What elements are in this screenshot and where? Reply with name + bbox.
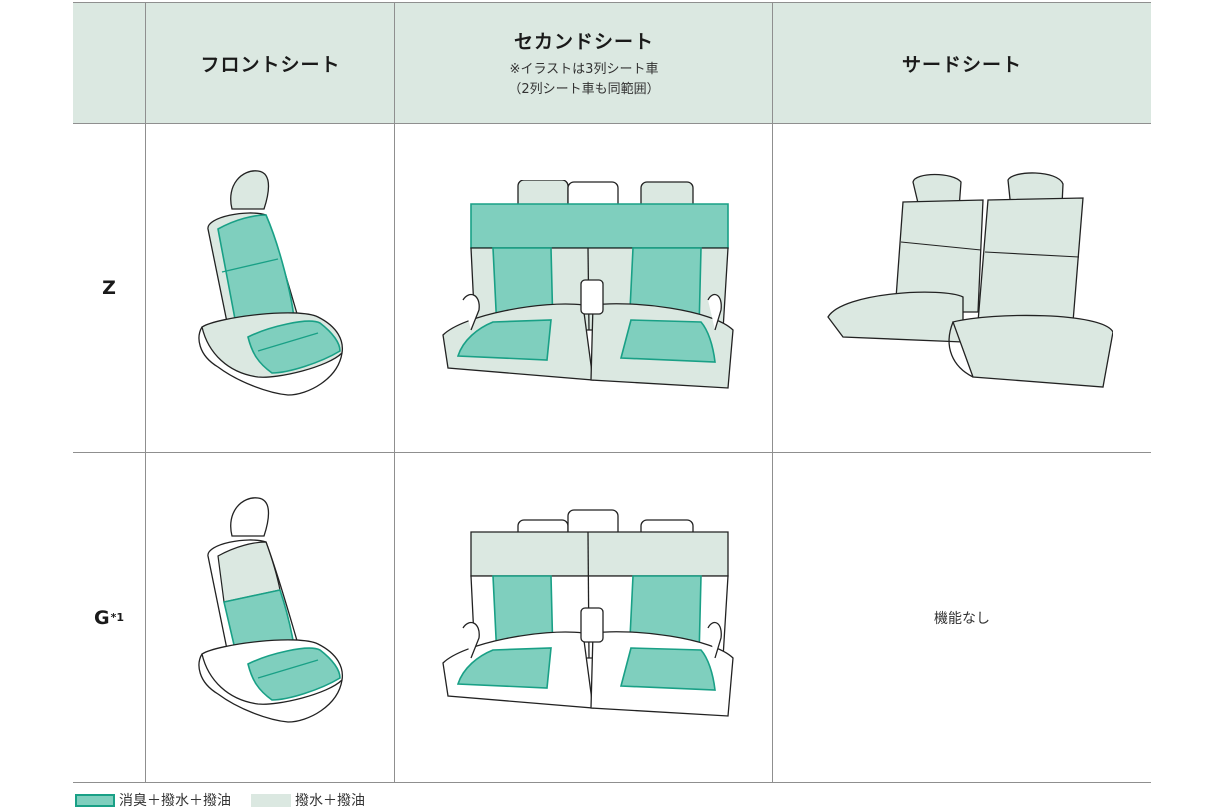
row-label-g: G*1 xyxy=(73,453,145,782)
header-front-seat: フロントシート xyxy=(146,2,395,124)
column-divider-3 xyxy=(772,2,773,783)
header-divider xyxy=(73,123,1151,124)
z-second-seat-illustration xyxy=(423,180,748,390)
header-second-seat: セカンドシート ※イラストは3列シート車 （2列シート車も同範囲） xyxy=(395,2,773,124)
legend-swatch-water-oil xyxy=(251,793,291,807)
header-front-label: フロントシート xyxy=(200,53,341,76)
table-bottom-border xyxy=(73,782,1151,783)
g-second-seat-illustration xyxy=(423,508,748,718)
z-third-seat-illustration xyxy=(823,172,1113,402)
legend-label-deodorant: 消臭＋撥水＋撥油 xyxy=(119,793,231,809)
header-second-label: セカンドシート xyxy=(513,30,654,53)
g-third-seat-cell: 機能なし xyxy=(773,453,1151,782)
row-label-z: Z xyxy=(73,124,145,452)
header-second-note-1: ※イラストは3列シート車 xyxy=(509,61,659,77)
legend: 消臭＋撥水＋撥油 撥水＋撥油 xyxy=(75,791,365,809)
column-divider-2 xyxy=(394,2,395,783)
table-top-border xyxy=(73,2,1151,3)
grade-z-text: Z xyxy=(102,277,116,299)
z-front-seat-illustration xyxy=(188,167,358,402)
legend-label-water-oil: 撥水＋撥油 xyxy=(295,793,365,809)
seat-feature-table: フロントシート セカンドシート ※イラストは3列シート車 （2列シート車も同範囲… xyxy=(73,2,1151,784)
grade-g-footnote: *1 xyxy=(110,611,124,624)
g-front-seat-illustration xyxy=(188,494,358,729)
row-divider xyxy=(73,452,1151,453)
header-second-note-2: （2列シート車も同範囲） xyxy=(508,81,660,97)
grade-g-text: G xyxy=(93,606,110,629)
no-feature-text: 機能なし xyxy=(934,610,990,627)
header-third-label: サードシート xyxy=(901,53,1022,76)
column-divider-1 xyxy=(145,2,146,783)
table-header xyxy=(73,2,1151,124)
legend-swatch-deodorant xyxy=(75,793,115,807)
header-third-seat: サードシート xyxy=(773,2,1151,124)
